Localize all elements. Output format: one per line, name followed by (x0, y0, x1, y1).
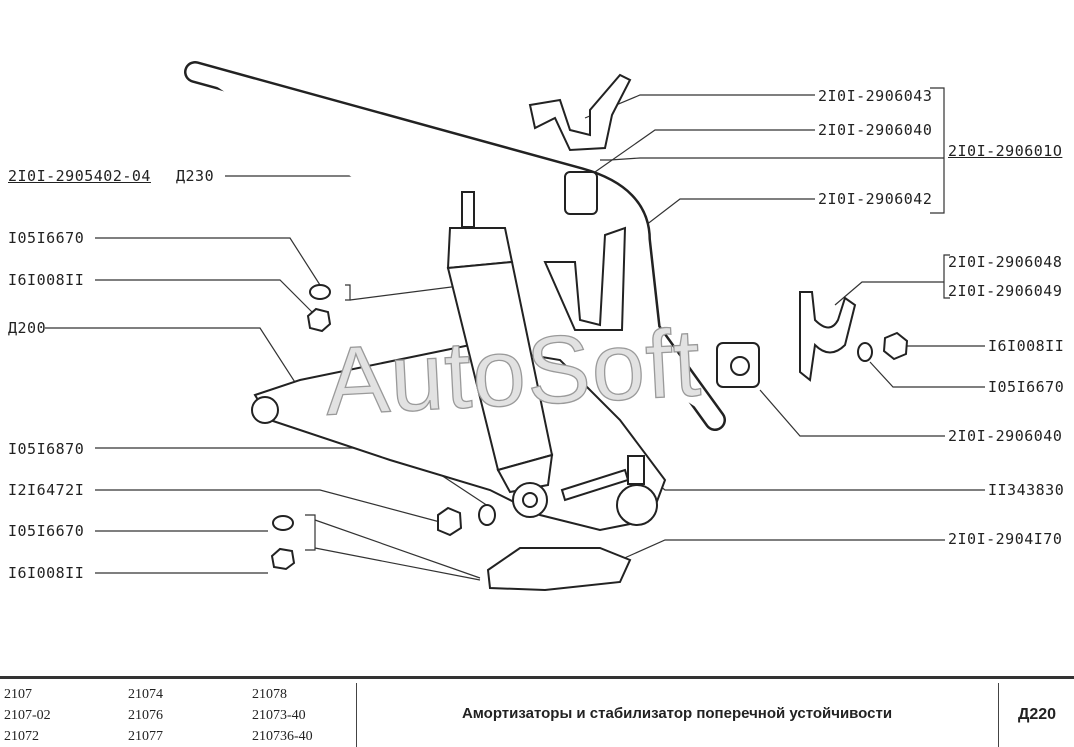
part-label-washer-mid: I05I6870 (8, 440, 85, 458)
model: 2107 (4, 687, 32, 702)
model: 21077 (128, 729, 163, 744)
part-label-shock-absorber: 2I0I-2905402-04 (8, 167, 151, 185)
title-block: 2107 21074 21078 2107-02 21076 21073-40 … (0, 676, 1074, 747)
diagram-code: Д220 (998, 683, 1074, 747)
part-label-d200: Д200 (8, 319, 47, 337)
model-list: 2107 21074 21078 2107-02 21076 21073-40 … (0, 683, 357, 747)
part-label-nut-right: I6I008II (988, 337, 1065, 355)
part-label-washer-top: I05I6670 (8, 229, 85, 247)
part-label-2906048: 2I0I-2906048 (948, 253, 1063, 271)
model: 210736-40 (252, 729, 313, 744)
nuts-and-washers (270, 284, 909, 571)
part-label-nut-bottom: I6I008II (8, 564, 85, 582)
part-label-2906049: 2I0I-2906049 (948, 282, 1063, 300)
model: 21078 (252, 687, 287, 702)
part-label-2904170: 2I0I-2904I70 (948, 530, 1063, 548)
watermark: AutoSoft (322, 309, 705, 437)
part-label-2906042: 2I0I-2906042 (818, 190, 933, 208)
part-label-washer-right: I05I6670 (988, 378, 1065, 396)
part-label-2906040-bottom: 2I0I-2906040 (948, 427, 1063, 445)
parts-diagram (45, 61, 985, 592)
model: 21076 (128, 708, 163, 723)
part-label-2906043: 2I0I-2906043 (818, 87, 933, 105)
diagram-title: Амортизаторы и стабилизатор поперечной у… (461, 704, 893, 722)
part-label-nut-top: I6I008II (8, 271, 85, 289)
brackets (486, 73, 857, 592)
shock-absorber (446, 191, 658, 526)
model: 21073-40 (252, 708, 306, 723)
part-label-d230: Д230 (176, 167, 215, 185)
part-label-bolt: II343830 (988, 481, 1065, 499)
model: 2107-02 (4, 708, 51, 723)
part-label-2906040-top: 2I0I-2906040 (818, 121, 933, 139)
model: 21072 (4, 729, 39, 744)
part-label-washer-bottom: I05I6670 (8, 522, 85, 540)
part-label-nut-mid: I2I6472I (8, 481, 85, 499)
model: 21074 (128, 687, 163, 702)
assembly-label-2906010: 2I0I-290601O (948, 142, 1063, 160)
